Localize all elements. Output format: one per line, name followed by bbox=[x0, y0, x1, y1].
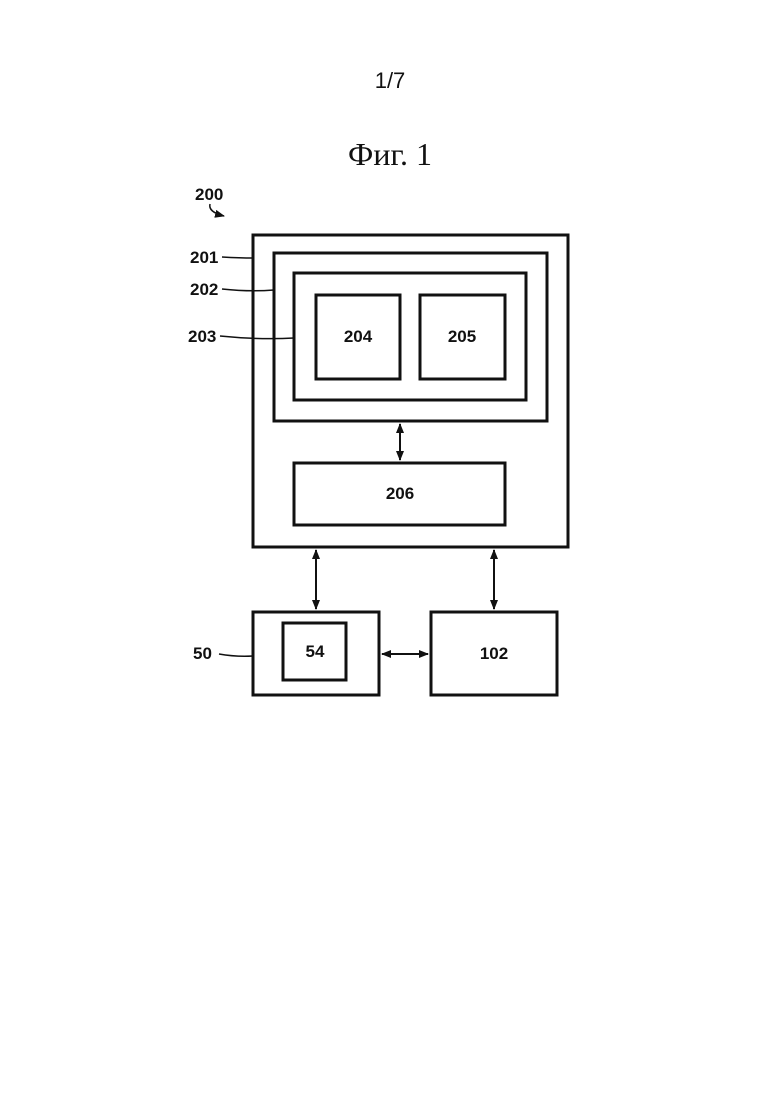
label-50: 50 bbox=[193, 644, 212, 663]
label-204: 204 bbox=[344, 327, 373, 346]
label-102: 102 bbox=[480, 644, 508, 663]
label-206: 206 bbox=[386, 484, 414, 503]
box-203 bbox=[294, 273, 526, 400]
leader-202 bbox=[222, 289, 274, 291]
leader-201 bbox=[222, 257, 253, 258]
label-203: 203 bbox=[188, 327, 216, 346]
label-201: 201 bbox=[190, 248, 218, 267]
pointer-arrow-200 bbox=[210, 204, 224, 216]
label-200: 200 bbox=[195, 185, 223, 204]
leader-203 bbox=[220, 336, 294, 339]
label-54: 54 bbox=[306, 642, 325, 661]
leader-50 bbox=[219, 654, 253, 656]
label-205: 205 bbox=[448, 327, 476, 346]
label-202: 202 bbox=[190, 280, 218, 299]
